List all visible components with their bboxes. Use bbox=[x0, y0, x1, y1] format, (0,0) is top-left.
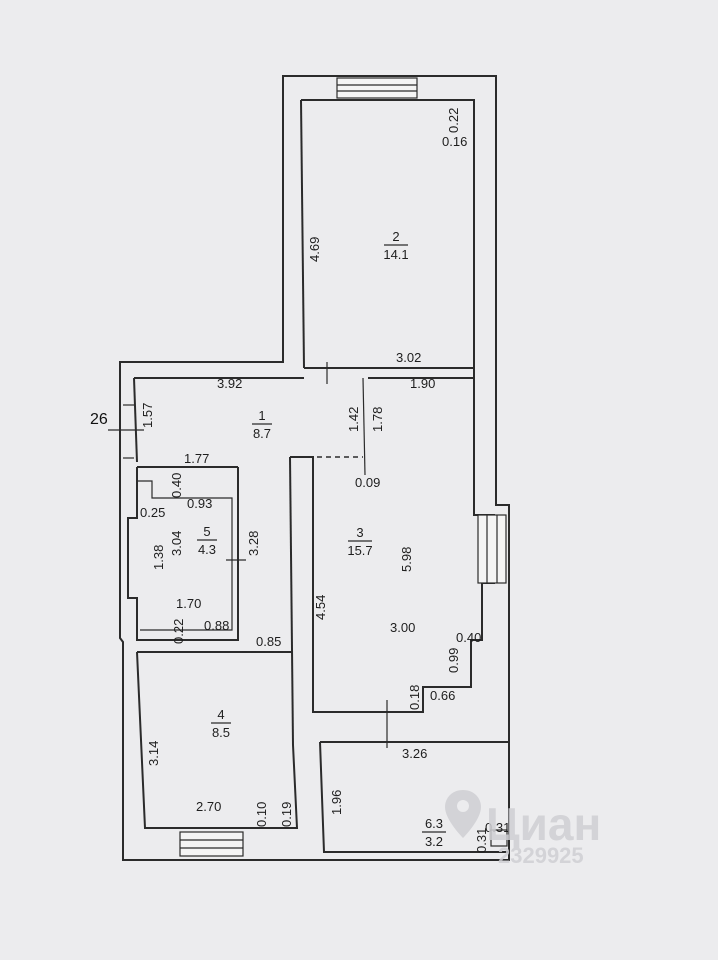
dim-20: 3.00 bbox=[390, 620, 415, 635]
wall-room1-left bbox=[133, 377, 138, 463]
room-6-number: 6.3 bbox=[425, 816, 443, 831]
dim-15: 3.28 bbox=[246, 531, 261, 556]
dim-31: 2.70 bbox=[196, 799, 221, 814]
room-2-number: 2 bbox=[392, 229, 399, 244]
room-3-area: 15.7 bbox=[347, 543, 372, 558]
walls bbox=[108, 75, 510, 861]
dim-26: 0.18 bbox=[407, 685, 422, 710]
dim-29: 3.14 bbox=[146, 741, 161, 766]
outer-wall bbox=[119, 75, 510, 861]
wall-corridor-right bbox=[289, 456, 294, 746]
dim-32: 0.10 bbox=[254, 802, 269, 827]
dim-35: 0.31 bbox=[485, 820, 510, 835]
location-pin-icon bbox=[445, 790, 481, 838]
room-1-number: 1 bbox=[258, 408, 265, 423]
dim-6: 1.57 bbox=[140, 403, 155, 428]
dim-0: 0.22 bbox=[446, 108, 461, 133]
dim-13: 0.25 bbox=[140, 505, 165, 520]
wall-room2-left bbox=[300, 99, 305, 369]
room-3-number: 3 bbox=[356, 525, 363, 540]
plan-marker: 26 bbox=[90, 411, 108, 428]
dim-34: 0.31 bbox=[474, 828, 489, 853]
room-2-area: 14.1 bbox=[383, 247, 408, 262]
dim-5: 3.92 bbox=[217, 376, 242, 391]
room-5-area: 4.3 bbox=[198, 542, 216, 557]
room-6-area: 3.2 bbox=[425, 834, 443, 849]
dim-16: 1.38 bbox=[151, 545, 166, 570]
watermark-id: 2329925 bbox=[498, 843, 584, 868]
room4-wall bbox=[136, 651, 299, 829]
watermark-brand: Циан bbox=[486, 798, 601, 850]
room5-inner bbox=[137, 480, 233, 631]
dim-18: 1.70 bbox=[176, 596, 201, 611]
room-4-area: 8.5 bbox=[212, 725, 230, 740]
room-4-number: 4 bbox=[217, 707, 224, 722]
dim-14: 3.04 bbox=[169, 531, 184, 556]
window-top bbox=[336, 77, 418, 99]
dim-21: 0.22 bbox=[171, 619, 186, 644]
room-1-area: 8.7 bbox=[253, 426, 271, 441]
shaft-box bbox=[490, 829, 508, 847]
room-5-number: 5 bbox=[203, 524, 210, 539]
dim-11: 0.40 bbox=[169, 473, 184, 498]
window-right bbox=[477, 514, 507, 584]
dim-9: 1.77 bbox=[184, 451, 209, 466]
dim-4: 1.90 bbox=[410, 376, 435, 391]
dim-1: 0.16 bbox=[442, 134, 467, 149]
dim-8: 1.78 bbox=[370, 407, 385, 432]
dim-17: 5.98 bbox=[399, 547, 414, 572]
window-bottom bbox=[179, 831, 244, 857]
room5-wall bbox=[127, 467, 239, 641]
room6-wall bbox=[319, 741, 509, 853]
watermark: Циан 2329925 bbox=[445, 790, 601, 868]
dim-33: 0.19 bbox=[279, 802, 294, 827]
dim-24: 0.40 bbox=[456, 630, 481, 645]
dim-23: 0.85 bbox=[256, 634, 281, 649]
dim-7: 1.42 bbox=[346, 407, 361, 432]
dim-27: 0.66 bbox=[430, 688, 455, 703]
partition-1-3 bbox=[362, 377, 366, 476]
dim-10: 0.09 bbox=[355, 475, 380, 490]
windows bbox=[179, 77, 507, 857]
dim-28: 3.26 bbox=[402, 746, 427, 761]
dim-19: 4.54 bbox=[313, 595, 328, 620]
dim-12: 0.93 bbox=[187, 496, 212, 511]
inner-wall bbox=[290, 99, 495, 713]
dim-2: 4.69 bbox=[307, 237, 322, 262]
dim-30: 1.96 bbox=[329, 790, 344, 815]
dimensions: 0.22 0.16 4.69 3.02 1.90 3.92 1.57 1.42 … bbox=[140, 108, 510, 853]
dim-3: 3.02 bbox=[396, 350, 421, 365]
room-labels: 2 14.1 1 8.7 5 4.3 3 15.7 4 8.5 6.3 3.2 bbox=[197, 229, 446, 849]
dim-25: 0.99 bbox=[446, 648, 461, 673]
dim-22: 0.88 bbox=[204, 618, 229, 633]
